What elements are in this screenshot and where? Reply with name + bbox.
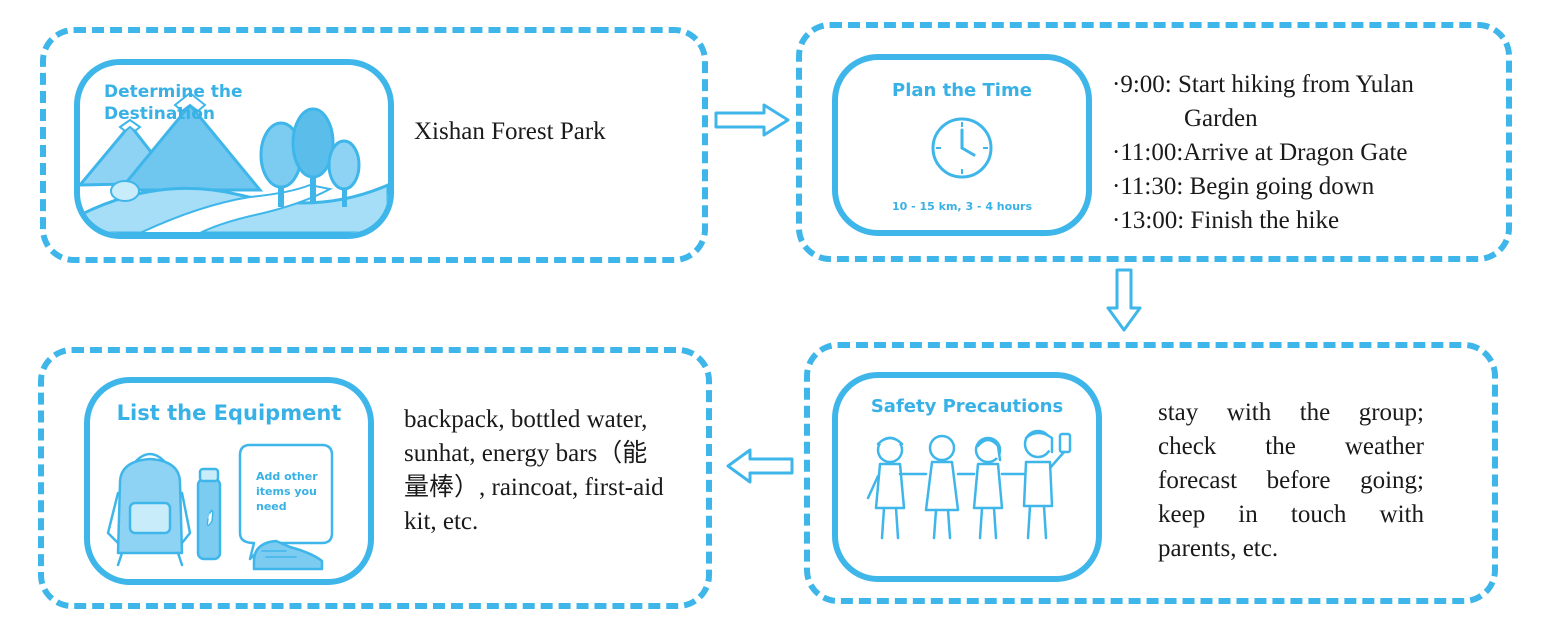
safety-line: forecast before going; [1158,464,1424,498]
destination-text: Xishan Forest Park [414,115,606,149]
schedule-item: ·11:00:Arrive at Dragon Gate [1112,136,1414,170]
arrow-left-icon [724,446,796,486]
bubble-line: Add other [256,469,318,484]
destination-badge: Determine the Destination [74,59,394,239]
equipment-line: 量棒）, raincoat, first-aid [404,471,704,505]
time-caption: 10 - 15 km, 3 - 4 hours [838,200,1086,213]
equipment-line: kit, etc. [404,505,704,539]
safety-text: stay with the group; check the weather f… [1158,396,1424,566]
equipment-badge: List the Equipment Add other items you n… [84,377,374,585]
schedule-item-continued: Garden [1112,102,1414,136]
equipment-text: backpack, bottled water, sunhat, energy … [404,403,704,539]
safety-line: parents, etc. [1158,532,1424,566]
schedule-item: ·9:00: Start hiking from Yulan [1112,68,1414,102]
destination-title-line2: Destination [104,103,388,125]
time-card: Plan the Time 10 - 15 km, 3 - 4 hours ·9… [796,22,1512,262]
equipment-card: List the Equipment Add other items you n… [38,347,712,609]
people-group-illustration [838,378,1096,576]
safety-card: Safety Precautions [804,342,1498,604]
destination-card: Determine the Destination Xishan Forest … [40,27,708,263]
bubble-line: items you [256,484,318,499]
destination-title: Determine the Destination [104,81,388,125]
equipment-line: backpack, bottled water, [404,403,704,437]
safety-line: stay with the group; [1158,396,1424,430]
time-schedule: ·9:00: Start hiking from Yulan Garden ·1… [1112,68,1414,238]
add-items-bubble: Add other items you need [256,469,318,514]
safety-line: check the weather [1158,430,1424,464]
schedule-item: ·13:00: Finish the hike [1112,204,1414,238]
arrow-right-icon [712,102,792,138]
time-badge: Plan the Time 10 - 15 km, 3 - 4 hours [832,54,1092,236]
equipment-line: sunhat, energy bars（能 [404,437,704,471]
equipment-illustration [90,383,368,579]
destination-title-line1: Determine the [104,81,388,103]
safety-line: keep in touch with [1158,498,1424,532]
safety-badge: Safety Precautions [832,372,1102,582]
arrow-down-icon [1104,268,1144,334]
bubble-line: need [256,499,318,514]
schedule-item: ·11:30: Begin going down [1112,170,1414,204]
